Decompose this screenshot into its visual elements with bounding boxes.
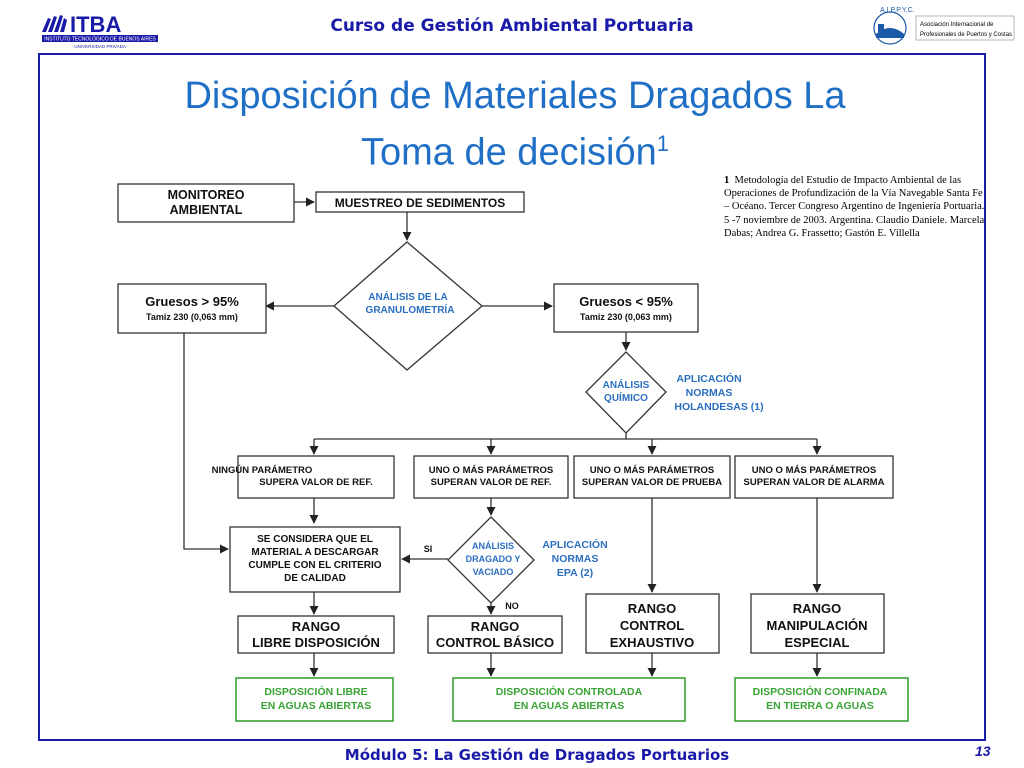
epa-line1: APLICACIÓN bbox=[542, 538, 607, 551]
uno-prueba-line2: SUPERAN VALOR DE PRUEBA bbox=[582, 477, 722, 488]
holandesas-line2: NORMAS bbox=[686, 387, 733, 399]
gruesos-lt-title: Gruesos < 95% bbox=[579, 294, 673, 309]
muestreo-box bbox=[315, 191, 525, 213]
aippyc-logo: A.I.P.P.Y.C. Asociación Internacional de… bbox=[873, 7, 1015, 45]
rango-manipulacion-box bbox=[750, 593, 885, 654]
slide-title: Disposición de Materiales Dragados La To… bbox=[60, 72, 970, 177]
aippyc-arc-text: A.I.P.P.Y.C. bbox=[880, 7, 915, 14]
gruesos-gt-box bbox=[117, 283, 267, 334]
page-number: 13 bbox=[975, 743, 991, 759]
granulometria-diamond bbox=[333, 241, 484, 371]
holandesas-line1: APLICACIÓN bbox=[676, 372, 741, 385]
uno-alarma-line1: UNO O MÁS PARÁMETROS bbox=[752, 465, 876, 476]
disp-libre-box bbox=[235, 677, 394, 722]
rango-exhaustivo-line2: CONTROL bbox=[620, 618, 684, 633]
disp-confinada-line1: DISPOSICIÓN CONFINADA bbox=[753, 685, 888, 698]
ningun-line1: NINGÚN PARÁMETRO bbox=[212, 464, 313, 476]
arrow-gruesos-gt-considera bbox=[183, 333, 229, 554]
epa-line2: NORMAS bbox=[552, 553, 599, 565]
rango-exhaustivo-line1: RANGO bbox=[628, 601, 676, 616]
uno-prueba-line1: UNO O MÁS PARÁMETROS bbox=[590, 465, 714, 476]
uno-ref-line1: UNO O MÁS PARÁMETROS bbox=[429, 465, 553, 476]
uno-alarma-box bbox=[734, 455, 894, 499]
gruesos-lt-sub: Tamiz 230 (0,063 mm) bbox=[580, 312, 672, 322]
disp-libre-line2: EN AGUAS ABIERTAS bbox=[261, 700, 371, 712]
rango-basico-box bbox=[427, 615, 563, 654]
muestreo-label: MUESTREO DE SEDIMENTOS bbox=[335, 196, 505, 210]
rango-basico-line1: RANGO bbox=[471, 619, 519, 634]
slide-title-line1: Disposición de Materiales Dragados La bbox=[184, 75, 846, 117]
itba-logo: ITBA INSTITUTO TECNOLÓGICO DE BUENOS AIR… bbox=[42, 12, 158, 49]
rango-manipulacion-line3: ESPECIAL bbox=[784, 635, 849, 650]
rango-basico-line2: CONTROL BÁSICO bbox=[436, 635, 554, 650]
monitoreo-line2: AMBIENTAL bbox=[170, 203, 243, 217]
considera-line2: MATERIAL A DESCARGAR bbox=[251, 547, 379, 558]
gruesos-gt-title: Gruesos > 95% bbox=[145, 294, 239, 309]
dragado-line2: DRAGADO Y bbox=[466, 554, 521, 564]
disp-controlada-line2: EN AGUAS ABIERTAS bbox=[514, 700, 624, 712]
aippyc-line1: Asociación Internacional de bbox=[920, 22, 994, 28]
considera-line3: CUMPLE CON EL CRITERIO bbox=[248, 560, 381, 571]
dragado-line1: ANÁLISIS bbox=[472, 541, 514, 551]
rango-manipulacion-line1: RANGO bbox=[793, 601, 841, 616]
considera-line4: DE CALIDAD bbox=[284, 573, 346, 584]
title-footnote-marker: 1 bbox=[656, 131, 669, 156]
disp-controlada-box bbox=[452, 677, 686, 722]
footnote-text: Metodología del Estudio de Impacto Ambie… bbox=[724, 175, 985, 239]
dragado-line3: VACIADO bbox=[473, 567, 514, 577]
rango-libre-line1: RANGO bbox=[292, 619, 340, 634]
dragado-diamond bbox=[447, 516, 535, 604]
disp-confinada-box bbox=[734, 677, 909, 722]
quimico-line2: QUÍMICO bbox=[604, 391, 648, 404]
uno-ref-box bbox=[413, 455, 569, 499]
considera-box bbox=[229, 526, 401, 593]
itba-logo-tagline: · UNIVERSIDAD PRIVADA · bbox=[72, 44, 129, 49]
monitoreo-box bbox=[117, 183, 295, 223]
rango-libre-line2: LIBRE DISPOSICIÓN bbox=[252, 635, 380, 650]
considera-line1: SE CONSIDERA QUE EL bbox=[257, 534, 373, 545]
gruesos-lt-box bbox=[553, 283, 699, 333]
ningun-line2: SUPERA VALOR DE REF. bbox=[259, 477, 373, 488]
rango-manipulacion-line2: MANIPULACIÓN bbox=[766, 618, 867, 633]
holandesas-line3: HOLANDESAS (1) bbox=[674, 401, 763, 413]
disp-controlada-line1: DISPOSICIÓN CONTROLADA bbox=[496, 685, 643, 698]
course-title: Curso de Gestión Ambiental Portuaria bbox=[330, 16, 694, 36]
gruesos-gt-sub: Tamiz 230 (0,063 mm) bbox=[146, 312, 238, 322]
uno-prueba-box bbox=[573, 455, 731, 499]
rango-exhaustivo-box bbox=[585, 593, 720, 654]
slide-title-line2: Toma de decisión bbox=[361, 131, 657, 174]
uno-alarma-line2: SUPERAN VALOR DE ALARMA bbox=[744, 477, 885, 488]
slide-frame bbox=[38, 53, 986, 741]
rango-libre-box bbox=[237, 615, 395, 654]
uno-ref-line2: SUPERAN VALOR DE REF. bbox=[431, 477, 552, 488]
footnote-marker: 1 bbox=[724, 175, 730, 186]
granulometria-line2: GRANULOMETRÍA bbox=[366, 303, 455, 316]
itba-logo-subtitle: INSTITUTO TECNOLÓGICO DE BUENOS AIRES bbox=[44, 36, 156, 43]
disp-libre-line1: DISPOSICIÓN LIBRE bbox=[264, 685, 367, 698]
footnote: 1 Metodología del Estudio de Impacto Amb… bbox=[724, 174, 988, 240]
quimico-diamond bbox=[585, 351, 667, 434]
si-label: SI bbox=[424, 544, 433, 554]
disp-confinada-line2: EN TIERRA O AGUAS bbox=[766, 700, 874, 712]
quimico-line1: ANÁLISIS bbox=[603, 378, 650, 391]
granulometria-line1: ANÁLISIS DE LA bbox=[368, 290, 447, 303]
monitoreo-line1: MONITOREO bbox=[168, 188, 245, 202]
aippyc-line2: Profesionales de Puertos y Costas bbox=[920, 32, 1012, 38]
rango-exhaustivo-line3: EXHAUSTIVO bbox=[610, 635, 695, 650]
itba-logo-text: ITBA bbox=[70, 12, 121, 37]
ningun-box bbox=[237, 455, 395, 499]
module-title: Módulo 5: La Gestión de Dragados Portuar… bbox=[344, 746, 730, 764]
epa-line3: EPA (2) bbox=[557, 567, 593, 579]
no-label: NO bbox=[505, 601, 519, 611]
